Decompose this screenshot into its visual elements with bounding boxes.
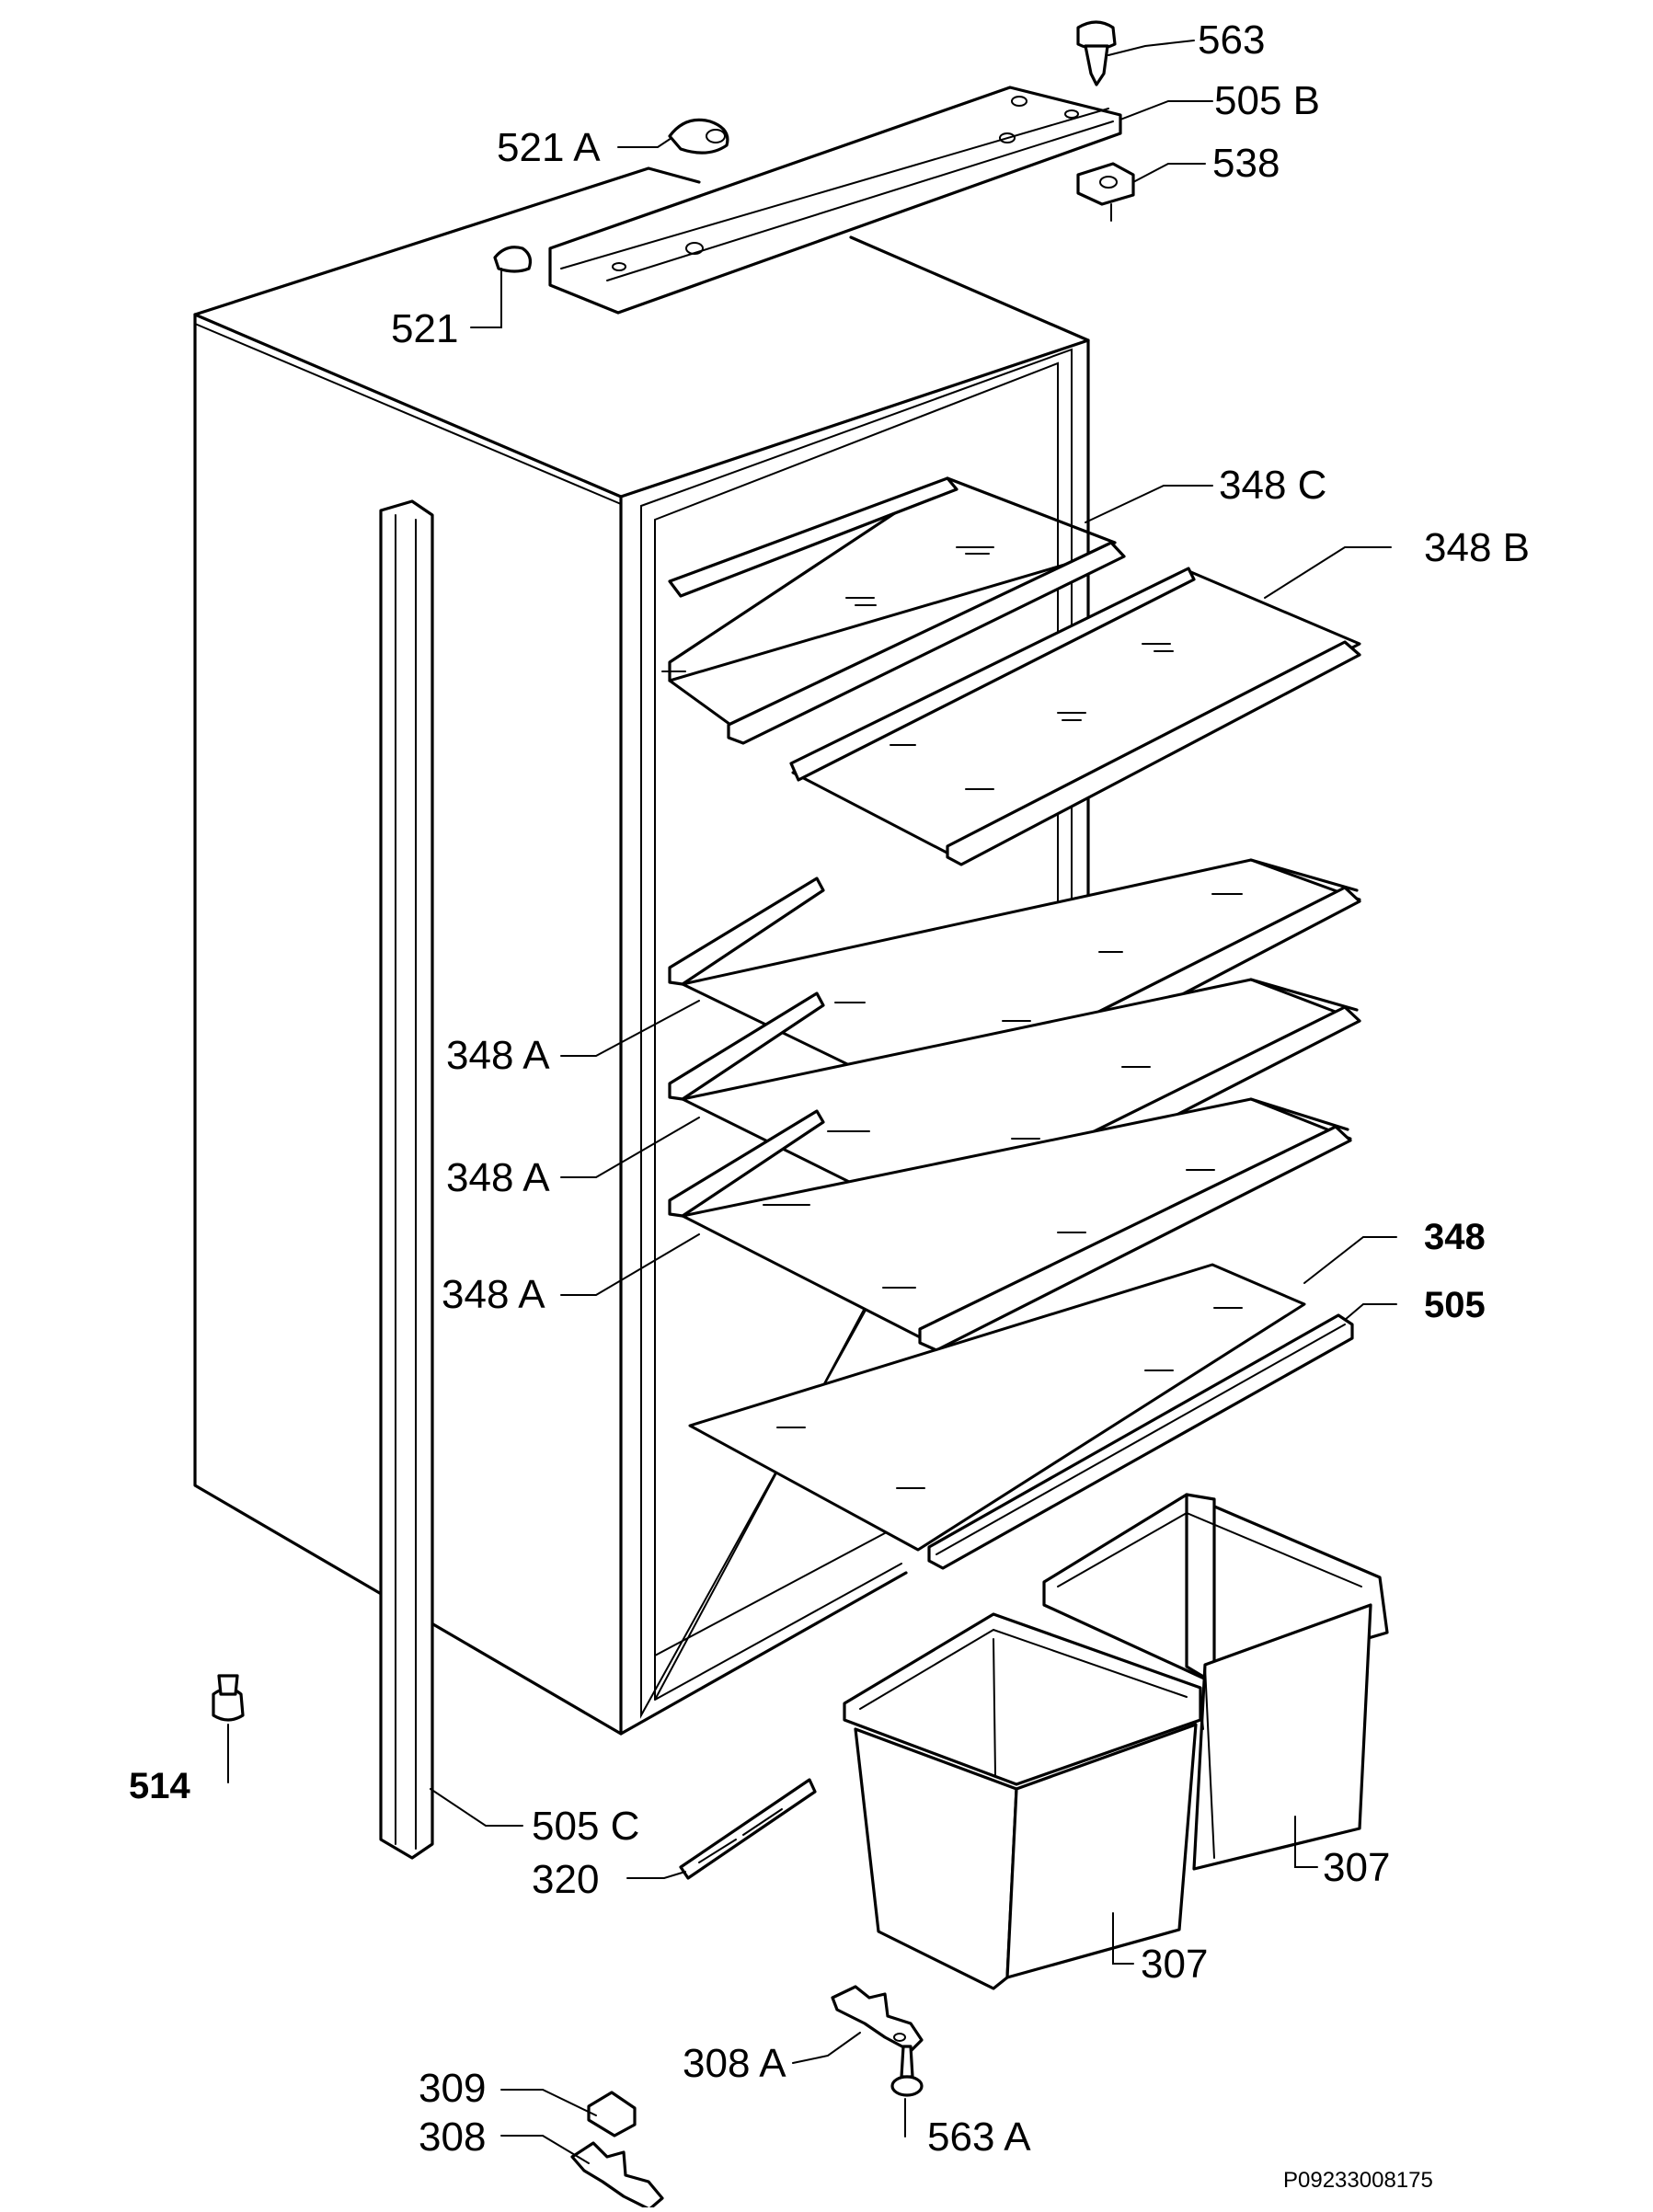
- top-hinge-bar: [548, 86, 1122, 315]
- shelf-348: [688, 1263, 1306, 1552]
- label-348a-upper: 348 A: [446, 1033, 550, 1078]
- label-320: 320: [532, 1857, 599, 1902]
- shelf-348c: [661, 476, 1126, 745]
- label-538: 538: [1212, 141, 1280, 186]
- label-521: 521: [391, 306, 458, 351]
- crisper-drawer-left: [843, 1612, 1204, 1990]
- clip-308: [570, 2141, 664, 2211]
- hinge-plug: [493, 246, 533, 273]
- cover-309: [587, 2091, 637, 2138]
- shelf-trim-505: [927, 1313, 1354, 1570]
- label-563a: 563 A: [927, 2115, 1031, 2160]
- label-521a: 521 A: [497, 125, 601, 170]
- label-348b: 348 B: [1424, 525, 1530, 570]
- shelf-348a-lower: [668, 1097, 1352, 1352]
- label-307-left: 307: [1141, 1942, 1208, 1987]
- screw-563a: [890, 2045, 924, 2097]
- cabinet-top-back-edge: [193, 166, 701, 316]
- label-348a-lower: 348 A: [442, 1272, 545, 1317]
- label-563: 563: [1198, 17, 1265, 63]
- rail-320: [679, 1778, 817, 1880]
- hinge-bracket: [1076, 162, 1135, 222]
- clip-308a: [831, 1985, 924, 2053]
- crisper-drawer-right: [1042, 1493, 1389, 1871]
- drawing-reference-number: P09233008175: [1283, 2168, 1433, 2193]
- label-505b: 505 B: [1214, 78, 1320, 123]
- door-seal-strip: [379, 499, 434, 1860]
- label-308a: 308 A: [683, 2041, 786, 2086]
- hinge-cover-cap: [668, 118, 729, 155]
- leader-lines: [227, 40, 1397, 2164]
- label-505: 505: [1424, 1285, 1486, 1325]
- shelf-348b: [789, 567, 1361, 866]
- label-505c: 505 C: [532, 1804, 639, 1849]
- label-348c: 348 C: [1219, 463, 1326, 508]
- label-309: 309: [419, 2066, 486, 2111]
- label-514: 514: [129, 1766, 190, 1806]
- label-307-right: 307: [1323, 1845, 1390, 1890]
- hinge-pin-top: [1076, 20, 1117, 86]
- label-348a-middle: 348 A: [446, 1155, 550, 1200]
- label-348: 348: [1424, 1217, 1486, 1257]
- foot-514: [212, 1674, 245, 1722]
- label-308: 308: [419, 2115, 486, 2160]
